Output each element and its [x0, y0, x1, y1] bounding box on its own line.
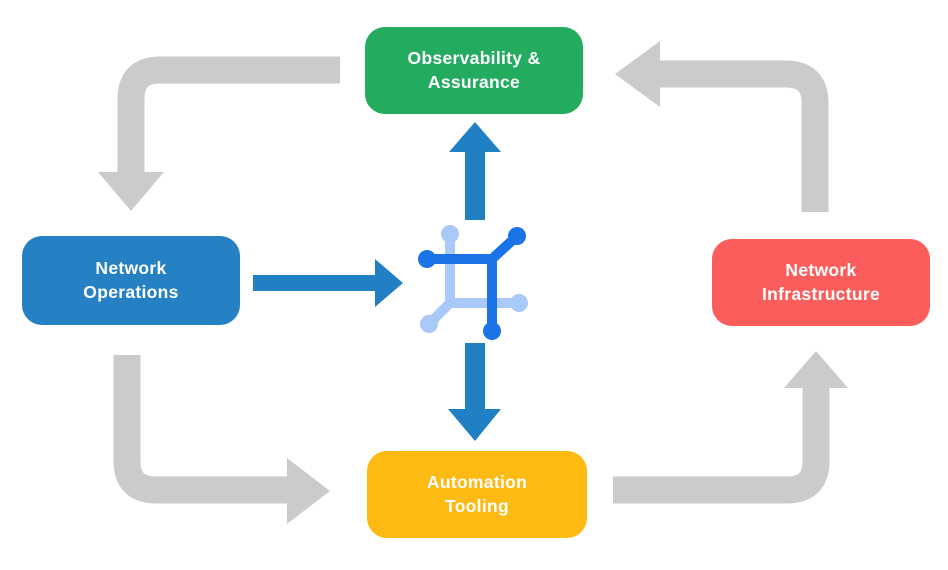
node-label-line: Observability & [407, 47, 541, 68]
arrow-elbow [658, 60, 829, 212]
node-network-infrastructure: Network Infrastructure [712, 239, 930, 326]
network-fabric-icon [418, 225, 528, 340]
arrow-center-to-observability [449, 122, 501, 220]
arrowhead-down-icon [98, 172, 164, 211]
arrowhead-right-icon [375, 259, 403, 307]
node-label-line: Infrastructure [762, 283, 880, 304]
icon-node-west [418, 250, 436, 268]
network-fabric-icon-dark-strokes [418, 227, 526, 340]
node-label-line: Operations [83, 281, 179, 302]
arrowhead-right-icon [287, 458, 330, 524]
arrow-infrastructure-to-observability [615, 41, 829, 212]
node-automation-tooling: Automation Tooling [367, 451, 587, 538]
icon-light-left-edge [424, 229, 455, 329]
node-label-line: Automation [426, 471, 528, 492]
node-network-operations: Network Operations [22, 236, 240, 325]
arrow-operations-to-tooling [113, 355, 330, 524]
icon-node-east [510, 294, 528, 312]
node-label-line: Assurance [427, 71, 521, 92]
icon-node-southwest [420, 315, 438, 333]
arrowhead-down-icon [448, 409, 501, 441]
arrow-tooling-to-infrastructure [613, 351, 848, 504]
arrowhead-left-icon [615, 41, 660, 107]
node-label-line: Network [95, 257, 167, 278]
node-label-line: Tooling [445, 495, 509, 516]
node-label-line: Network [785, 259, 857, 280]
node-observability-assurance: Observability & Assurance [365, 27, 583, 114]
arrowhead-up-icon [784, 351, 848, 388]
icon-node-northeast [508, 227, 526, 245]
icon-node-north [441, 225, 459, 243]
arrow-operations-to-center [253, 259, 403, 307]
icon-node-south [483, 322, 501, 340]
arrow-elbow [113, 355, 289, 504]
arrow-observability-to-operations [98, 56, 340, 211]
arrow-elbow [117, 56, 340, 174]
arrow-elbow [613, 386, 830, 504]
arrow-center-to-tooling [448, 343, 501, 441]
icon-dark-top-edge [422, 231, 522, 264]
arrowhead-up-icon [449, 122, 501, 152]
